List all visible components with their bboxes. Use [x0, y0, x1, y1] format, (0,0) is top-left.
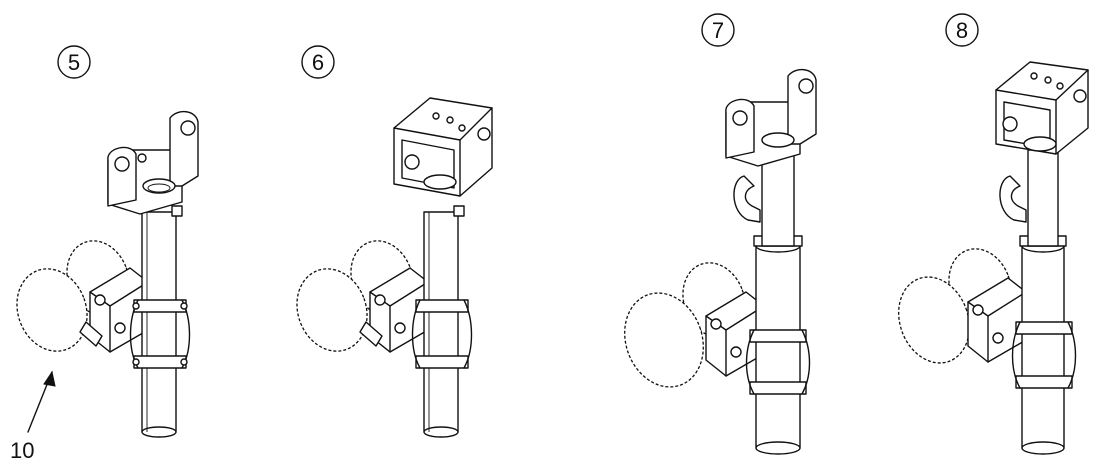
figure-5-drawing: [16, 111, 199, 438]
figure-5-number: 5: [68, 50, 80, 75]
figure-7-number: 7: [712, 18, 724, 43]
figure-8-drawing: [898, 61, 1089, 455]
figure-6-number: 6: [312, 50, 324, 75]
callout-10: 10: [10, 370, 56, 463]
figure-8: 8: [898, 13, 1089, 455]
figure-7-drawing: [624, 69, 817, 455]
figure-6: 6: [296, 45, 493, 438]
figure-6-drawing: [296, 97, 493, 438]
figure-8-number: 8: [956, 18, 968, 43]
figure-7: 7: [624, 13, 817, 455]
figure-5: 5: [16, 45, 199, 438]
hex-bolt: [114, 120, 196, 172]
callout-10-label: 10: [10, 438, 34, 463]
dish-reflector-front: [16, 268, 88, 352]
